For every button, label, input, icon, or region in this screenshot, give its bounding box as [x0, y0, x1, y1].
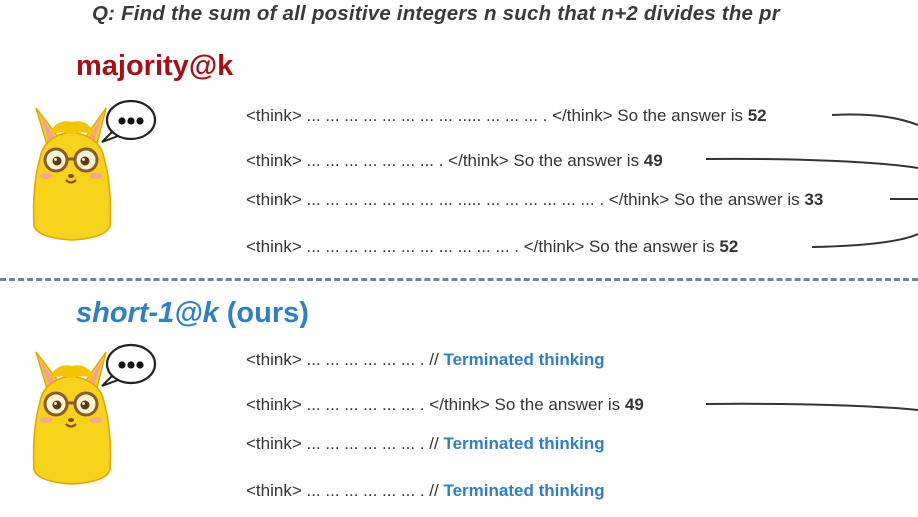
short-row: <think> ... ... ... ... ... ... . // Ter… [246, 434, 605, 454]
llama-icon [32, 99, 157, 241]
reasoning-text: <think> ... ... ... ... ... ... ... ... … [246, 237, 720, 256]
short-title-method: short-1@k [76, 297, 219, 329]
speech-bubble-icon [101, 343, 157, 387]
terminated-label: Terminated thinking [443, 481, 605, 500]
short-title: short-1@k (ours) [76, 297, 309, 330]
terminated-label: Terminated thinking [443, 434, 605, 453]
answer-value: 49 [624, 395, 644, 414]
short-row: <think> ... ... ... ... ... ... . // Ter… [246, 350, 605, 370]
majority-row: <think> ... ... ... ... ... ... ... ... … [246, 190, 823, 210]
answer-value: 49 [643, 151, 663, 170]
reasoning-text: <think> ... ... ... ... ... ... ... . </… [246, 151, 644, 170]
connector-line [705, 157, 918, 169]
reasoning-text: <think> ... ... ... ... ... ... ... ... … [246, 190, 805, 209]
terminated-label: Terminated thinking [443, 350, 605, 369]
reasoning-text: <think> ... ... ... ... ... ... . // [246, 350, 444, 369]
reasoning-text: <think> ... ... ... ... ... ... . // [246, 481, 444, 500]
short-title-suffix: (ours) [218, 297, 309, 329]
connector-line [831, 113, 918, 126]
section-divider [0, 278, 918, 281]
reasoning-text: <think> ... ... ... ... ... ... . </thin… [246, 395, 625, 414]
majority-title: majority@k [76, 50, 234, 82]
answer-value: 52 [719, 237, 739, 256]
answer-value: 33 [804, 190, 824, 209]
connector-line [705, 402, 918, 411]
short-row: <think> ... ... ... ... ... ... . </thin… [246, 395, 644, 415]
reasoning-text: <think> ... ... ... ... ... ... . // [246, 434, 444, 453]
answer-value: 52 [747, 106, 767, 125]
speech-bubble-icon [101, 99, 157, 143]
reasoning-text: <think> ... ... ... ... ... ... ... ... … [246, 106, 748, 125]
majority-row: <think> ... ... ... ... ... ... ... ... … [246, 106, 767, 126]
llama-icon [32, 343, 157, 485]
question-text: Q: Find the sum of all positive integers… [92, 2, 780, 25]
majority-row: <think> ... ... ... ... ... ... ... ... … [246, 237, 738, 257]
majority-row: <think> ... ... ... ... ... ... ... . </… [246, 151, 663, 171]
connector-line [811, 233, 918, 248]
short-row: <think> ... ... ... ... ... ... . // Ter… [246, 481, 605, 501]
